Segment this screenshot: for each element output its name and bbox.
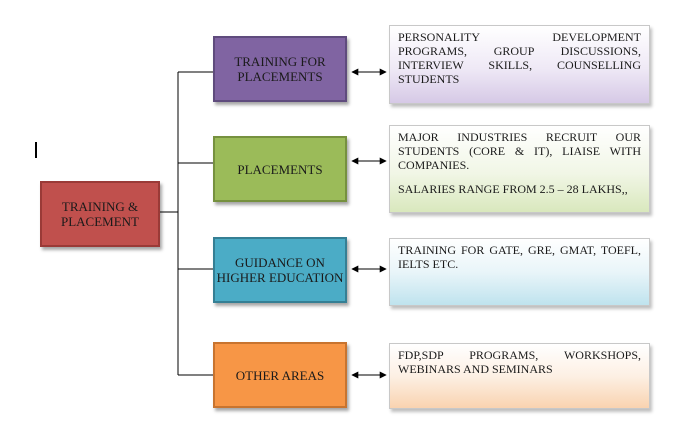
detail-text: SALARIES RANGE FROM 2.5 – 28 LAKHS,, bbox=[398, 182, 628, 196]
detail-text: TRAINING FOR GATE, GRE, GMAT, TOEFL, IEL… bbox=[398, 243, 641, 271]
detail-training-for-placements: PERSONALITY DEVELOPMENT PROGRAMS, GROUP … bbox=[389, 25, 650, 104]
category-placements: PLACEMENTS bbox=[213, 136, 347, 202]
text-cursor bbox=[35, 142, 37, 158]
category-label: TRAINING FOR PLACEMENTS bbox=[234, 54, 326, 84]
root-label: TRAINING & PLACEMENT bbox=[61, 199, 139, 229]
category-label: GUIDANCE ON HIGHER EDUCATION bbox=[216, 255, 344, 285]
category-training-for-placements: TRAINING FOR PLACEMENTS bbox=[213, 36, 347, 102]
detail-text: PERSONALITY DEVELOPMENT PROGRAMS, GROUP … bbox=[398, 30, 641, 86]
detail-placements: MAJOR INDUSTRIES RECRUIT OUR STUDENTS (C… bbox=[389, 125, 650, 213]
detail-other-areas: FDP,SDP PROGRAMS, WORKSHOPS, WEBINARS AN… bbox=[389, 343, 650, 409]
category-label: PLACEMENTS bbox=[237, 161, 323, 177]
root-node: TRAINING & PLACEMENT bbox=[40, 181, 160, 247]
category-guidance-on-higher-education: GUIDANCE ON HIGHER EDUCATION bbox=[213, 237, 347, 303]
detail-text: MAJOR INDUSTRIES RECRUIT OUR STUDENTS (C… bbox=[398, 130, 641, 172]
detail-text: FDP,SDP PROGRAMS, WORKSHOPS, WEBINARS AN… bbox=[398, 348, 641, 376]
detail-guidance-on-higher-education: TRAINING FOR GATE, GRE, GMAT, TOEFL, IEL… bbox=[389, 238, 650, 306]
category-other-areas: OTHER AREAS bbox=[213, 342, 347, 408]
category-label: OTHER AREAS bbox=[235, 367, 325, 383]
